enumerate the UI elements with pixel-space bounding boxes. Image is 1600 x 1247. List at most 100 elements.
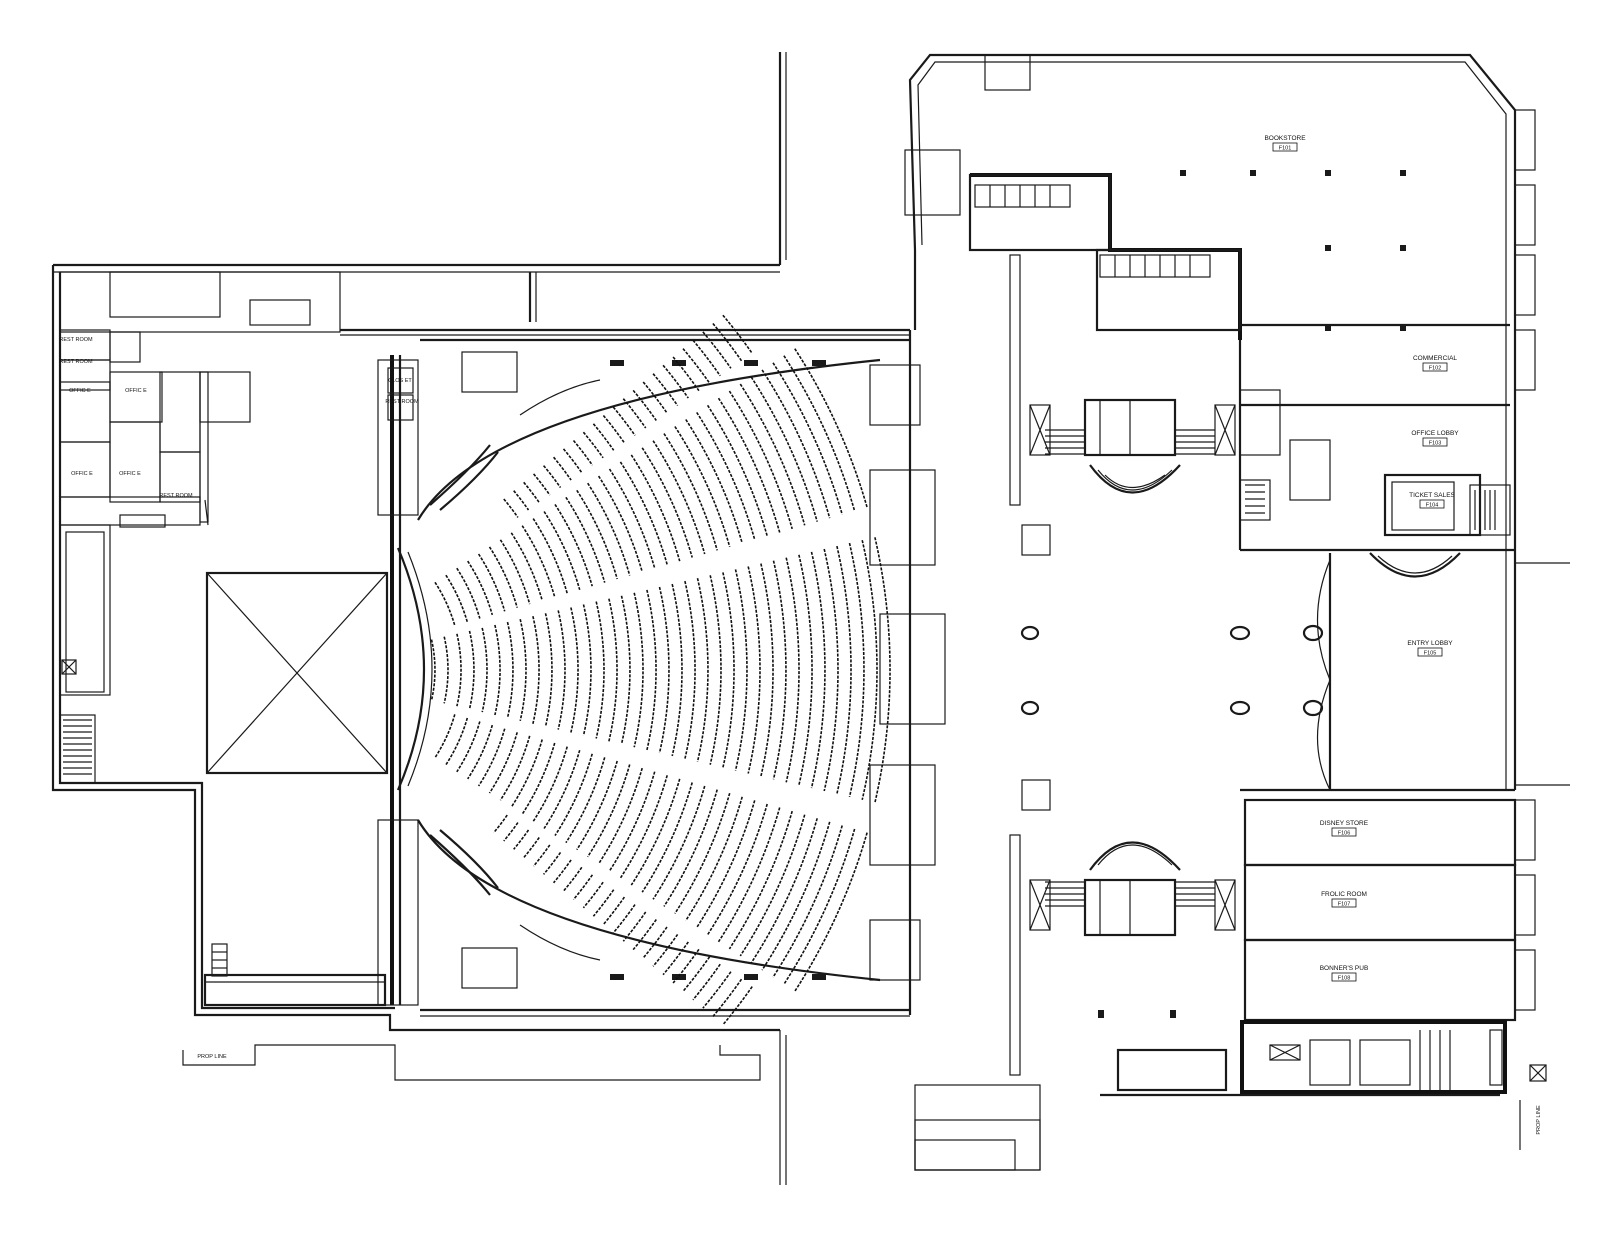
side-seat-row — [523, 837, 540, 859]
seat-row — [434, 581, 456, 626]
side-seat-row — [682, 348, 711, 384]
seat-row — [728, 810, 793, 950]
seat-row — [456, 567, 481, 619]
seat-row — [543, 749, 581, 829]
stair-west — [63, 719, 92, 775]
side-seat-row — [642, 381, 668, 414]
room-number-ticket-sales: F104 — [1426, 503, 1439, 509]
restrooms — [914, 173, 1242, 1171]
side-seat-row — [722, 314, 753, 354]
label-commercial: COMMERCIAL F102 — [1413, 355, 1457, 372]
seat-row — [532, 746, 568, 822]
label-closet: CLOS ET — [388, 378, 412, 384]
side-seat-row — [582, 881, 604, 909]
seat-row — [576, 489, 618, 580]
side-seat-row — [503, 822, 519, 842]
seat-row — [443, 636, 449, 704]
seat-row — [750, 376, 818, 522]
seat-row — [521, 525, 556, 598]
seat-row — [717, 397, 781, 533]
seat-row — [706, 803, 768, 936]
seat-row — [633, 592, 644, 748]
seat-row — [696, 800, 756, 929]
seat-row — [646, 589, 657, 751]
seat-row — [794, 348, 868, 508]
side-seat-row — [542, 465, 562, 489]
side-seat-row — [552, 456, 572, 481]
seat-row — [734, 569, 748, 771]
seat-row — [861, 540, 878, 800]
side-seat-row — [562, 866, 583, 892]
seat-row — [810, 551, 826, 789]
seat-row — [823, 548, 839, 792]
seat-row — [772, 362, 843, 515]
seat-row — [798, 554, 813, 786]
side-seat-row — [712, 322, 743, 362]
seat-row — [565, 757, 606, 844]
side-seat-row — [662, 364, 689, 399]
seat-row — [582, 604, 592, 736]
label-ticket-sales: TICKET SALES F104 — [1409, 492, 1455, 509]
seat-row — [674, 426, 731, 548]
seat-row — [519, 619, 527, 721]
label-office-1: OFFIC E — [69, 388, 91, 394]
seat-row — [467, 724, 494, 780]
seat-row — [521, 742, 556, 815]
side-seat-row — [562, 448, 583, 474]
side-seat-row — [532, 473, 551, 496]
side-seat-row — [652, 373, 679, 407]
seat-row — [565, 496, 606, 583]
stage-lift — [205, 571, 389, 775]
seat-row — [750, 818, 818, 964]
side-seat-row — [612, 406, 636, 436]
central-lobby — [908, 250, 1500, 1171]
side-seat-row — [702, 331, 732, 369]
seat-row — [488, 546, 518, 608]
side-seat-row — [722, 986, 753, 1026]
side-seat-row — [582, 431, 604, 459]
seat-row — [576, 760, 618, 851]
label-prop-line-left: PROP LINE — [197, 1054, 227, 1060]
seat-row — [696, 578, 709, 762]
seat-row — [445, 717, 469, 766]
label-office-lobby: OFFICE LOBBY F103 — [1411, 430, 1459, 447]
side-seat-row — [632, 389, 657, 421]
side-seat-row — [602, 896, 626, 926]
seat-row — [684, 580, 696, 760]
seat-row — [696, 411, 756, 540]
label-bonners-pub: BONNER'S PUB F108 — [1320, 965, 1369, 982]
seat-row — [587, 482, 631, 576]
side-seat-row — [592, 423, 615, 451]
seat-row — [430, 639, 436, 701]
label-rest-room-1: REST ROOM — [59, 337, 93, 343]
seat-row — [658, 586, 670, 754]
room-name-office-lobby: OFFICE LOBBY — [1411, 430, 1459, 437]
seat-row — [608, 771, 656, 872]
room-name-bookstore: BOOKSTORE — [1264, 135, 1306, 142]
side-seat-row — [513, 490, 530, 511]
seat-row — [544, 613, 553, 727]
seat-row — [481, 627, 488, 713]
seat-row — [630, 778, 681, 886]
seat-row — [554, 753, 593, 837]
side-seat-row — [672, 948, 700, 984]
seat-row — [554, 503, 593, 587]
seat-row — [848, 542, 865, 798]
side-seat-row — [572, 439, 594, 466]
proscenium — [377, 355, 433, 1006]
seat-row — [510, 532, 543, 601]
room-name-commercial: COMMERCIAL — [1413, 355, 1457, 362]
seat-row — [783, 355, 856, 512]
seat-row — [499, 735, 531, 801]
seat-row — [587, 764, 631, 858]
side-seat-row — [692, 339, 721, 377]
seat-row — [557, 610, 566, 730]
seating-rows — [430, 314, 891, 1026]
label-rest-room-2: REST ROOM — [59, 359, 93, 365]
seat-row — [499, 539, 531, 605]
seat-row — [836, 545, 852, 795]
seat-row — [608, 598, 618, 742]
seat-row — [652, 440, 706, 555]
seat-row — [717, 807, 781, 943]
